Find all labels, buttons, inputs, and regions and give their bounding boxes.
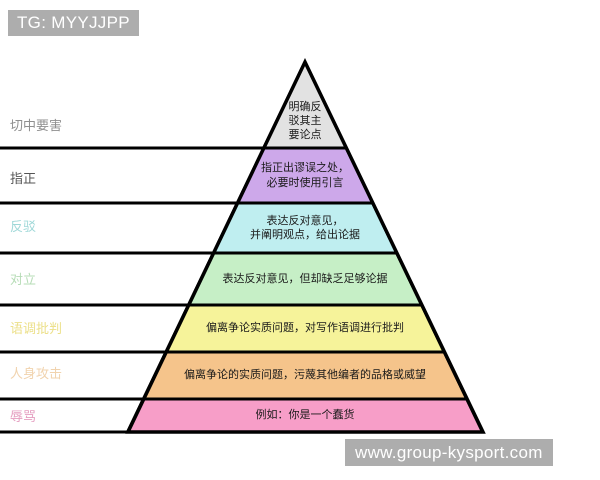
tier-label-5: 人身攻击 [10, 367, 63, 382]
pyramid-outline [125, 57, 486, 434]
tier-divider-lines [0, 146, 268, 434]
pyramid-border [125, 57, 486, 434]
tier-label-1: 指正 [10, 172, 37, 187]
pyramid-tier-5 [140, 350, 470, 401]
tier-label-3: 对立 [10, 273, 37, 288]
pyramid-tier-4 [163, 303, 447, 354]
tier-label-0: 切中要害 [10, 119, 63, 134]
tier-label-4: 语调批判 [10, 322, 63, 337]
tier-label-2: 反驳 [10, 220, 37, 235]
pyramid-tier-0 [261, 58, 349, 150]
pyramid-tier-2 [210, 201, 400, 255]
watermark-bottom: www.group-kysport.com [345, 439, 553, 466]
pyramid-tier-6 [125, 397, 485, 434]
watermark-top: TG: MYYJJPP [8, 10, 139, 36]
pyramid-tier-3 [186, 251, 424, 307]
tier-shapes [125, 58, 485, 434]
tier-label-6: 辱骂 [10, 410, 37, 425]
pyramid-tier-1 [234, 146, 376, 205]
